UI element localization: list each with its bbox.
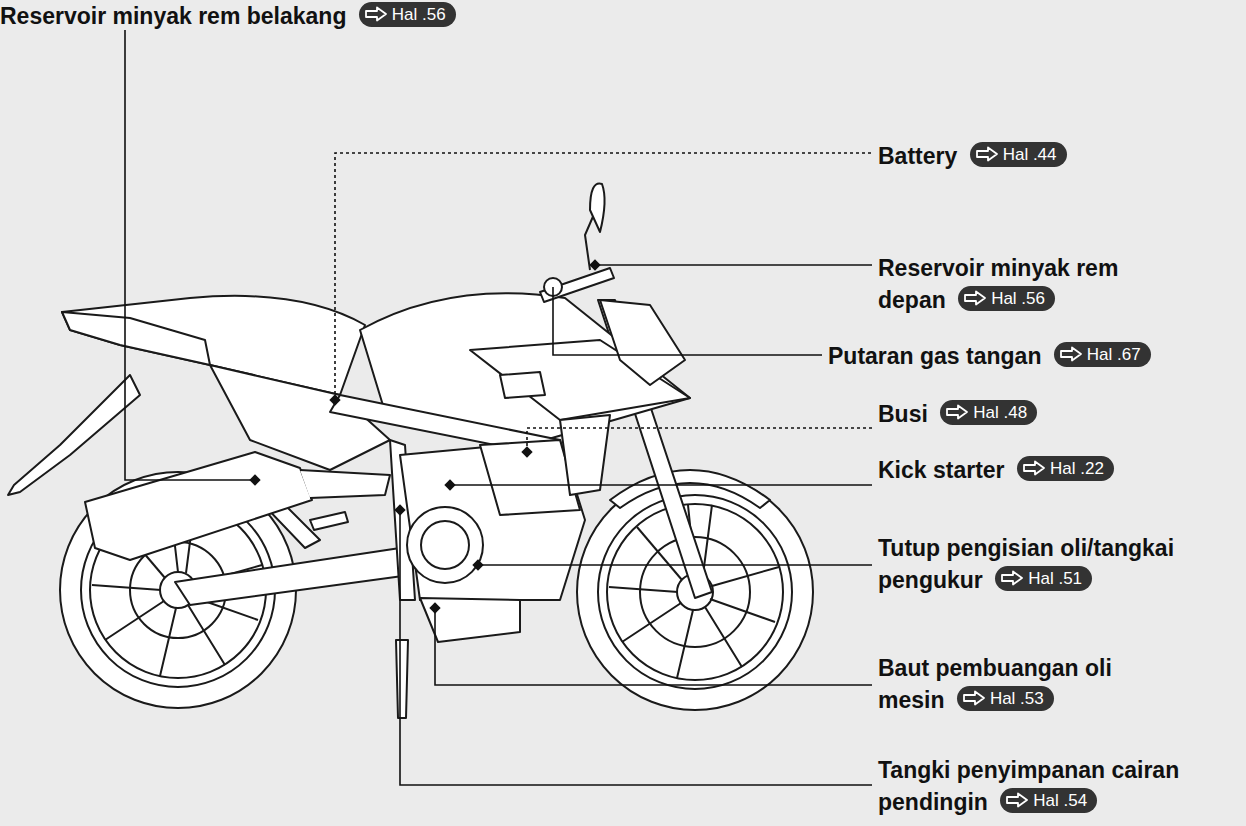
arrow-icon-path [1061, 348, 1081, 361]
page-ref: Hal .67 [1087, 342, 1141, 367]
page-ref: Hal .51 [1028, 566, 1082, 591]
footpeg [310, 512, 348, 530]
page-ref-badge: Hal .67 [1054, 342, 1151, 367]
page-ref-badge: Hal .54 [1000, 788, 1097, 813]
page-ref: Hal .22 [1050, 456, 1104, 481]
radiator [560, 415, 610, 495]
part-name: Battery [878, 143, 957, 169]
leader-line [527, 428, 872, 452]
arrow-icon-path [1007, 794, 1027, 807]
arrow-icon-path [1024, 462, 1044, 475]
leader-line [553, 287, 822, 355]
part-name: Putaran gas tangan [828, 343, 1041, 369]
leader-line [335, 153, 872, 400]
leader-dot [394, 504, 405, 515]
leader-line [400, 510, 872, 785]
leader-dot [429, 602, 440, 613]
page-ref: Hal .54 [1033, 788, 1087, 813]
part-callout: Battery Hal .44 [878, 140, 1067, 172]
swingarm [175, 548, 410, 605]
arrow-icon [945, 404, 969, 420]
mirror [590, 184, 605, 232]
center-stand [396, 640, 408, 718]
page-ref-badge: Hal .22 [1017, 456, 1114, 481]
page-ref-badge: Hal .51 [995, 566, 1092, 591]
page-ref: Hal .56 [991, 286, 1045, 311]
arrow-icon [1059, 346, 1083, 362]
muffler [85, 452, 312, 560]
part-callout: Tutup pengisian oli/tangkai pengukur Hal… [878, 532, 1238, 596]
leader-line [595, 264, 872, 266]
leader-line [125, 30, 255, 480]
part-callout: Baut pembuangan oli mesin Hal .53 [878, 652, 1158, 716]
arrow-icon [963, 290, 987, 306]
shroud-vent [500, 372, 545, 398]
page-ref-badge: Hal .44 [970, 142, 1067, 167]
front-fender [610, 470, 770, 508]
leader-line [435, 608, 872, 685]
page-ref-badge: Hal .53 [957, 686, 1054, 711]
arrow-icon [364, 6, 388, 22]
arrow-icon-path [1002, 572, 1022, 585]
arrow-icon [1022, 460, 1046, 476]
arrow-icon [1005, 792, 1029, 808]
page-ref: Hal .53 [990, 686, 1044, 711]
seat [62, 296, 365, 395]
front-fork [598, 300, 712, 598]
leader-dot [521, 446, 532, 457]
arrow-icon [1000, 570, 1024, 586]
part-callout: Putaran gas tangan Hal .67 [828, 340, 1151, 372]
motorcycle-drawing [8, 184, 813, 718]
arrow-icon-path [964, 692, 984, 705]
page-ref: Hal .48 [973, 400, 1027, 425]
rear-hanger [8, 375, 140, 495]
leader-line [478, 564, 872, 566]
page-ref: Hal .44 [1003, 142, 1057, 167]
page-ref-badge: Hal .56 [359, 2, 456, 27]
part-name: Busi [878, 401, 928, 427]
leader-line [450, 484, 872, 486]
part-callout: Kick starter Hal .22 [878, 454, 1114, 486]
leader-dot [249, 474, 260, 485]
part-name: Reservoir minyak rem belakang [0, 3, 346, 29]
arrow-icon [962, 690, 986, 706]
arrow-icon-path [366, 8, 386, 21]
arrow-icon [975, 146, 999, 162]
engine-block [400, 440, 585, 600]
exhaust-pipe [300, 470, 390, 498]
leader-dots [249, 259, 600, 613]
page-ref: Hal .56 [392, 2, 446, 27]
clutch-cover-inner [421, 521, 469, 569]
leader-lines [125, 30, 872, 785]
clutch-cover [407, 507, 483, 583]
arrow-icon-path [947, 406, 967, 419]
handlebar [540, 268, 614, 302]
leader-dot [444, 479, 455, 490]
tail-cowl [62, 312, 210, 365]
part-name: Kick starter [878, 457, 1005, 483]
arrow-icon-path [977, 148, 997, 161]
leader-dot [329, 394, 340, 405]
part-callout: Reservoir minyak rem depan Hal .56 [878, 252, 1178, 316]
headlight-cowl [600, 300, 685, 385]
part-callout: Reservoir minyak rem belakang Hal .56 [0, 0, 456, 32]
arrow-icon-path [965, 292, 985, 305]
part-callout: Tangki penyimpanan cairan pendingin Hal … [878, 754, 1244, 818]
part-callout: Busi Hal .48 [878, 398, 1037, 430]
leader-dot [589, 259, 600, 270]
page-ref-badge: Hal .56 [958, 286, 1055, 311]
leader-dot [472, 559, 483, 570]
page-ref-badge: Hal .48 [940, 400, 1037, 425]
